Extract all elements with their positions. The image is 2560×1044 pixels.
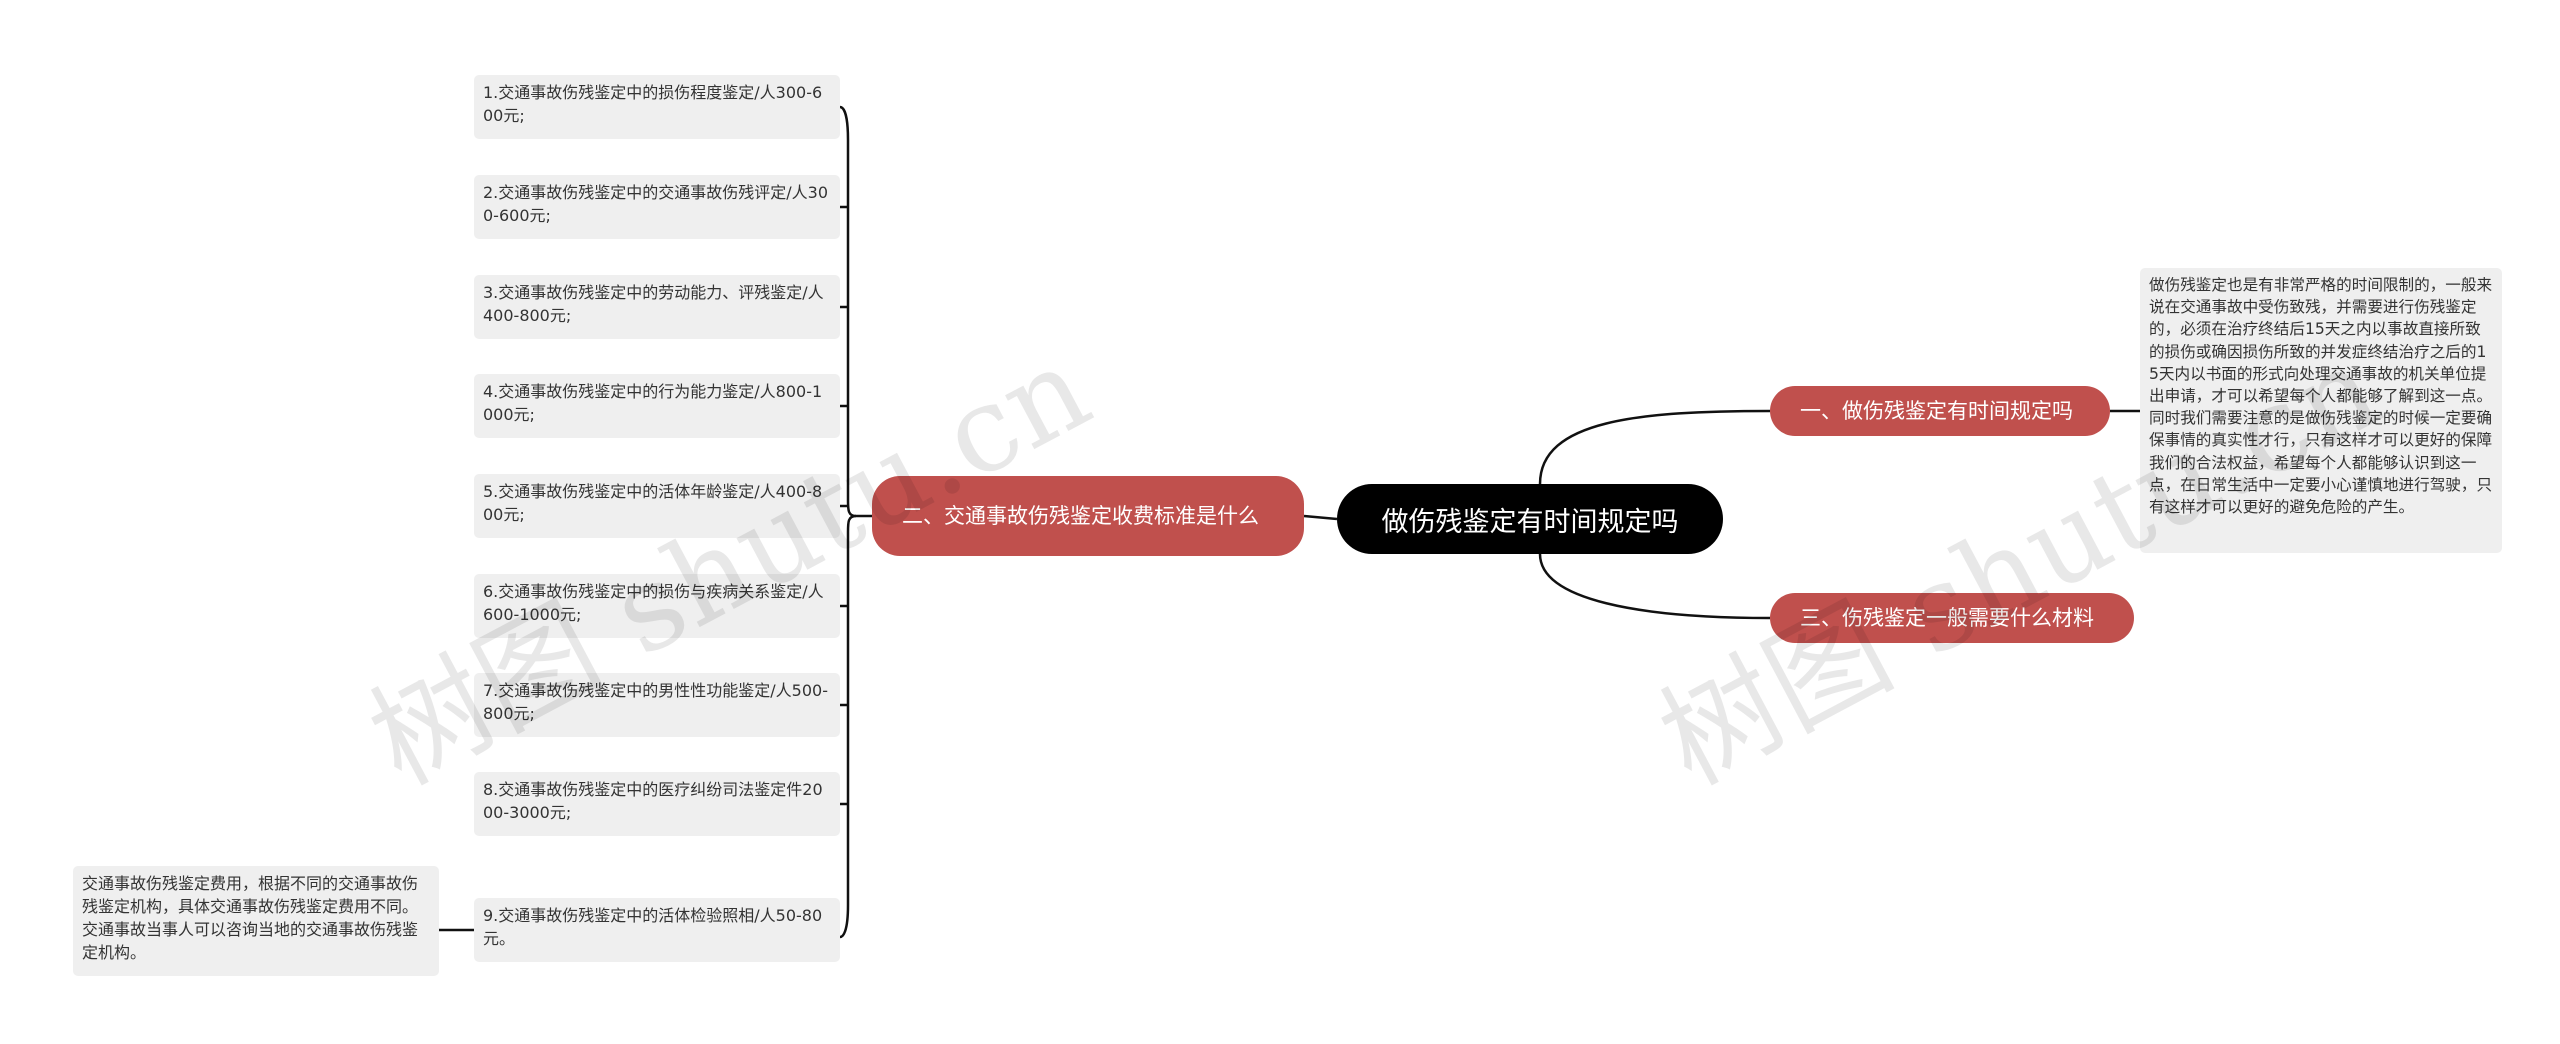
branch-label: 三、伤残鉴定一般需要什么材料 [1800,606,2094,630]
leaf-item-8[interactable]: 8.交通事故伤残鉴定中的医疗纠纷司法鉴定件2000-3000元; [474,772,840,836]
branch-time-limit[interactable]: 一、做伤残鉴定有时间规定吗 [1770,386,2110,436]
leaf-item-4[interactable]: 4.交通事故伤残鉴定中的行为能力鉴定/人800-1000元; [474,374,840,438]
leaf-item-7[interactable]: 7.交通事故伤残鉴定中的男性性功能鉴定/人500-800元; [474,673,840,737]
note-time-limit[interactable]: 做伤残鉴定也是有非常严格的时间限制的，一般来说在交通事故中受伤致残，并需要进行伤… [2140,268,2502,553]
root-label: 做伤残鉴定有时间规定吗 [1381,506,1679,538]
leaf-item-1[interactable]: 1.交通事故伤残鉴定中的损伤程度鉴定/人300-600元; [474,75,840,139]
branch-label: 二、交通事故伤残鉴定收费标准是什么 [902,504,1259,528]
branch-label: 一、做伤残鉴定有时间规定吗 [1800,399,2073,423]
note-fee-consult[interactable]: 交通事故伤残鉴定费用，根据不同的交通事故伤残鉴定机构，具体交通事故伤残鉴定费用不… [73,866,439,976]
leaf-item-5[interactable]: 5.交通事故伤残鉴定中的活体年龄鉴定/人400-800元; [474,474,840,538]
root-node[interactable]: 做伤残鉴定有时间规定吗 [1337,484,1723,554]
leaf-item-9[interactable]: 9.交通事故伤残鉴定中的活体检验照相/人50-80元。 [474,898,840,962]
leaf-item-2[interactable]: 2.交通事故伤残鉴定中的交通事故伤残评定/人300-600元; [474,175,840,239]
leaf-item-6[interactable]: 6.交通事故伤残鉴定中的损伤与疾病关系鉴定/人600-1000元; [474,574,840,638]
leaf-item-3[interactable]: 3.交通事故伤残鉴定中的劳动能力、评残鉴定/人400-800元; [474,275,840,339]
branch-materials[interactable]: 三、伤残鉴定一般需要什么材料 [1770,593,2134,643]
branch-fee-standard[interactable]: 二、交通事故伤残鉴定收费标准是什么 [872,476,1304,556]
